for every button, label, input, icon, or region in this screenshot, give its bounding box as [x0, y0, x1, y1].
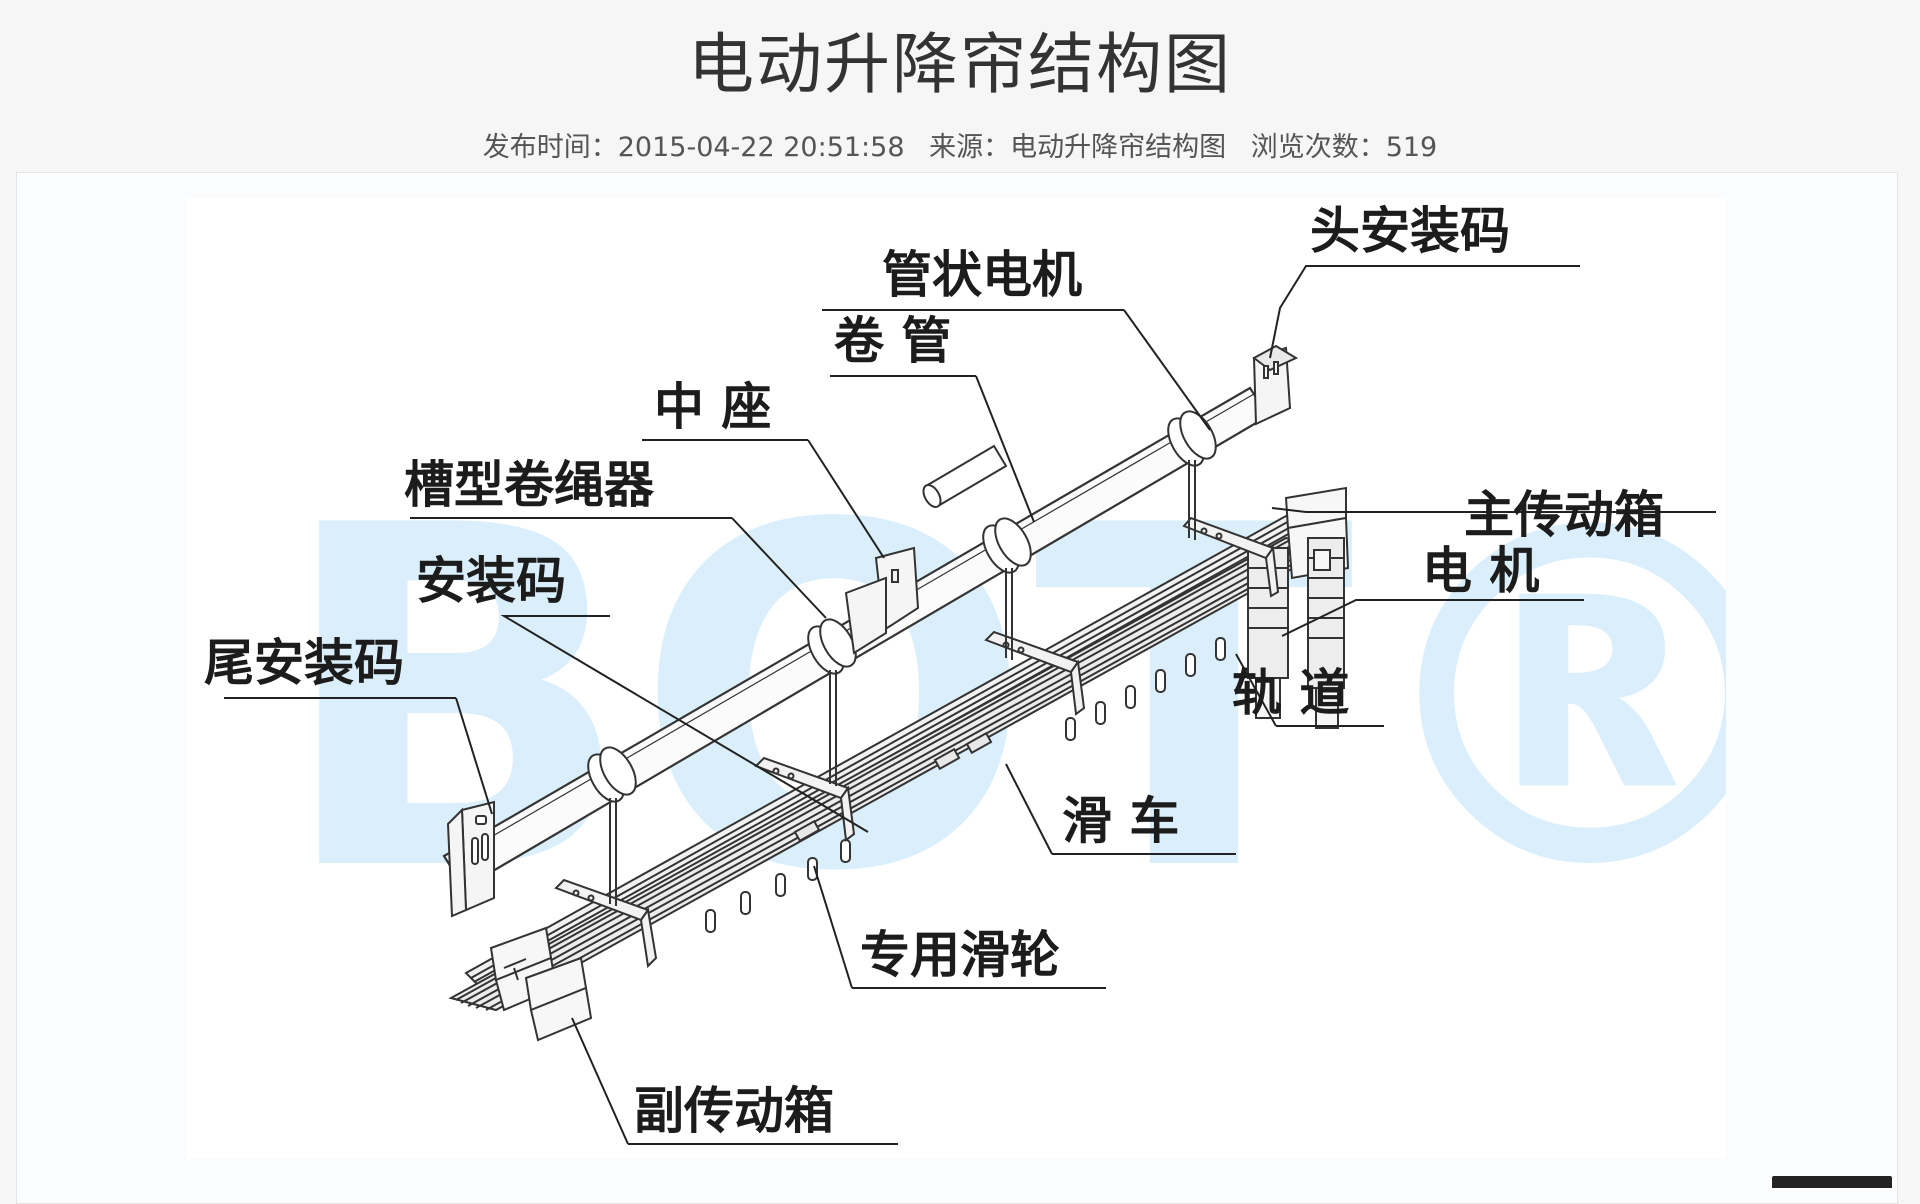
slider-car: [793, 731, 993, 843]
label-sub-gearbox: 副传动箱: [634, 1081, 834, 1140]
pulley-row: [705, 637, 1226, 933]
label-bracket: 安装码: [416, 551, 566, 610]
label-main-gearbox: 主传动箱: [1464, 485, 1664, 544]
label-groove-winder: 槽型卷绳器: [404, 455, 655, 514]
middle-seat: [844, 546, 920, 655]
publish-time: 发布时间：2015-04-22 20:51:58: [482, 132, 905, 163]
view-count: 浏览次数：519: [1250, 132, 1438, 163]
tail-bracket: [446, 800, 495, 918]
label-motor: 电 机: [1422, 541, 1539, 600]
source: 来源：电动升降帘结构图: [929, 132, 1227, 163]
label-slider: 滑 车: [1062, 791, 1179, 850]
tube-segment: [922, 444, 1008, 508]
structure-diagram: BOT®: [186, 198, 1726, 1158]
sub-gearbox: [489, 926, 593, 1042]
head-bracket: [1252, 344, 1299, 426]
label-middle-seat: 中 座: [654, 377, 771, 436]
label-tail-bracket: 尾安装码: [204, 633, 404, 692]
tube-rings: [587, 410, 1217, 803]
corner-widget: [1772, 1176, 1892, 1188]
track-rail: [448, 514, 1329, 1012]
track-brackets: [554, 516, 1280, 969]
label-head-bracket: 头安装码: [1310, 201, 1510, 260]
diagram-svg: BOT®: [204, 201, 1726, 1145]
article-meta: 发布时间：2015-04-22 20:51:58 来源：电动升降帘结构图 浏览次…: [0, 128, 1920, 168]
leader-lines: [224, 265, 1716, 1145]
label-tubular-motor: 管状电机: [882, 245, 1082, 304]
lift-cords: [609, 460, 1196, 906]
label-roller-tube: 卷 管: [834, 311, 951, 370]
label-track: 轨 道: [1232, 663, 1349, 722]
page-title: 电动升降帘结构图: [688, 26, 1232, 103]
label-pulley: 专用滑轮: [860, 925, 1060, 984]
